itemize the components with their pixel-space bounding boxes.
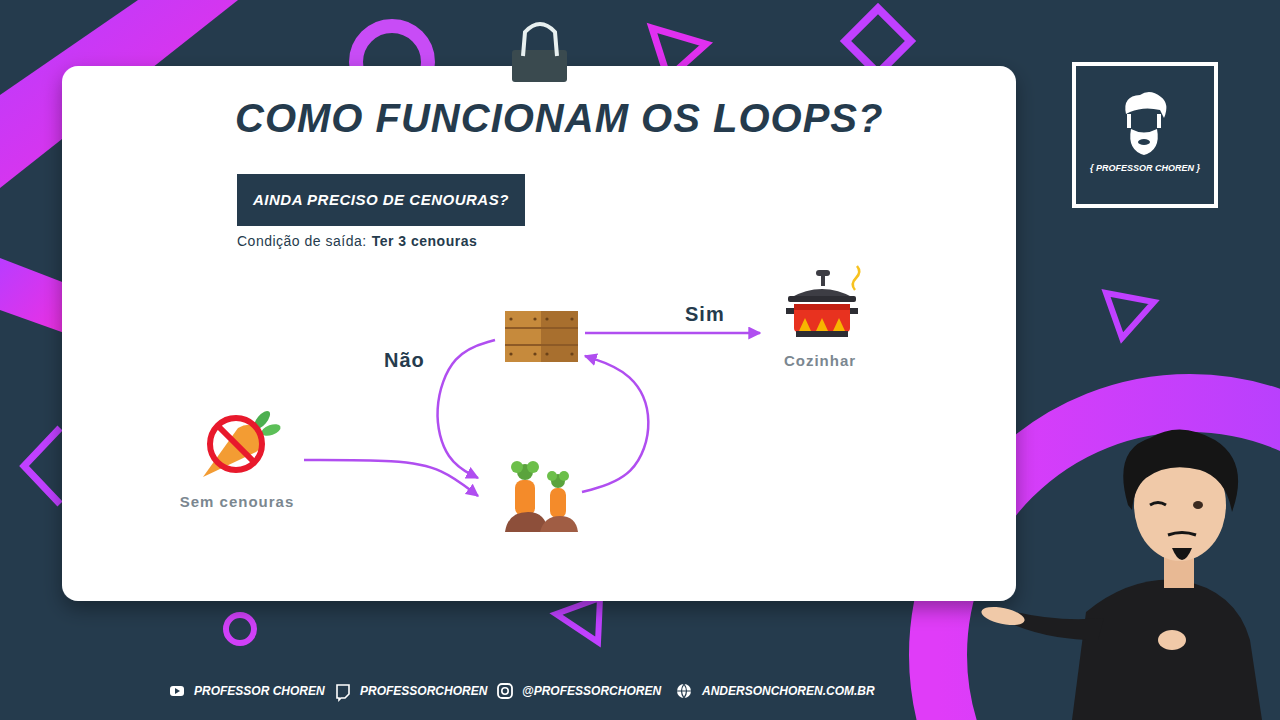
avatar-hand bbox=[1158, 630, 1186, 650]
crate-slat bbox=[505, 327, 578, 329]
prohibited-slash bbox=[218, 426, 254, 462]
twitch-icon bbox=[337, 685, 349, 700]
instagram-icon bbox=[498, 684, 512, 698]
triangle-shape bbox=[556, 598, 600, 642]
avatar-goatee bbox=[1172, 548, 1192, 560]
pot-handle bbox=[850, 308, 858, 314]
avatar-body bbox=[1072, 580, 1262, 720]
edge-label: Não bbox=[382, 348, 427, 372]
globe-lines bbox=[677, 684, 691, 698]
avatar-moustache bbox=[1168, 533, 1196, 536]
crate-node bbox=[495, 306, 585, 368]
avatar-hand bbox=[980, 604, 1026, 629]
side-band bbox=[0, 258, 70, 335]
pot-handle bbox=[786, 308, 794, 314]
lid-rim bbox=[788, 296, 856, 302]
logo-sideburn bbox=[1127, 114, 1131, 128]
crate-nail bbox=[570, 352, 573, 355]
no-carrot-node: Sem cenouras bbox=[170, 405, 304, 511]
youtube-handle: PROFESSOR CHOREN bbox=[194, 684, 325, 698]
avatar-eye bbox=[1193, 501, 1203, 509]
flow-arrow bbox=[438, 340, 495, 478]
flow-arrow bbox=[304, 460, 478, 496]
instagram-handle: @PROFESSORCHOREN bbox=[522, 684, 661, 698]
no-carrot-icon bbox=[203, 408, 282, 477]
crate-nail bbox=[533, 317, 536, 320]
cook-node: Cozinhar bbox=[760, 262, 880, 370]
crate-nail bbox=[533, 352, 536, 355]
carrot-harvest-icon bbox=[505, 461, 578, 532]
crate-nail bbox=[545, 352, 548, 355]
carrot-body bbox=[515, 480, 535, 516]
footer-icons bbox=[170, 684, 691, 700]
exit-condition-value: Ter 3 cenouras bbox=[372, 233, 478, 250]
pot-band bbox=[794, 304, 850, 310]
globe-icon bbox=[677, 684, 691, 698]
logo-box: { PROFESSOR CHOREN } bbox=[1072, 62, 1218, 208]
exit-condition-label: Condição de saída: bbox=[237, 233, 367, 250]
carrot-leaf bbox=[559, 471, 569, 481]
crate-slat bbox=[505, 344, 578, 346]
carrot-leaf bbox=[527, 461, 539, 473]
carrot-harvest-node bbox=[478, 452, 582, 536]
prohibited-ring bbox=[210, 418, 262, 470]
carrot-leaf bbox=[547, 471, 557, 481]
presenter-avatar bbox=[980, 429, 1262, 720]
binder-clip bbox=[512, 24, 567, 82]
steam bbox=[853, 266, 860, 290]
youtube-icon bbox=[170, 686, 184, 696]
stove-base bbox=[796, 331, 848, 337]
avatar-eye bbox=[1150, 503, 1166, 506]
clip-wire bbox=[523, 24, 557, 56]
crate-nail bbox=[509, 317, 512, 320]
lid-stem bbox=[821, 274, 825, 286]
carrot-leaf bbox=[511, 461, 523, 473]
node-text: { PROFESSOR CHOREN } bbox=[1090, 163, 1200, 174]
white-card bbox=[62, 66, 1016, 601]
crate-nail bbox=[570, 317, 573, 320]
website-url: ANDERSONCHOREN.COM.BR bbox=[702, 684, 875, 698]
crate-icon bbox=[505, 311, 578, 362]
flame bbox=[816, 318, 828, 331]
chevron-shape bbox=[24, 428, 60, 504]
flow-arrow bbox=[585, 332, 760, 335]
crate-body bbox=[505, 311, 578, 362]
node-text: Cozinhar bbox=[784, 352, 856, 370]
youtube-play bbox=[175, 688, 180, 694]
node-text: Sem cenouras bbox=[180, 493, 295, 511]
crate-nail bbox=[509, 352, 512, 355]
logo-mouth bbox=[1138, 139, 1150, 145]
ring-shape bbox=[226, 615, 254, 643]
avatar-arm bbox=[1012, 612, 1104, 640]
soil-mound bbox=[540, 516, 578, 532]
flame bbox=[833, 318, 845, 331]
logo-beard bbox=[1130, 129, 1158, 155]
cooking-pot-icon bbox=[786, 266, 859, 337]
edge-label: Sim bbox=[683, 302, 727, 326]
question-box: AINDA PRECISO DE CENOURAS? bbox=[237, 174, 525, 226]
logo-avatar bbox=[1125, 92, 1166, 155]
crate-nail bbox=[545, 317, 548, 320]
carrot-body bbox=[550, 488, 566, 518]
triangle-shape bbox=[1106, 293, 1154, 338]
slide-title: COMO FUNCIONAM OS LOOPS? bbox=[235, 96, 883, 140]
flame bbox=[799, 318, 811, 331]
pot-body bbox=[794, 304, 850, 332]
node-text: AINDA PRECISO DE CENOURAS? bbox=[253, 191, 509, 209]
avatar-hair bbox=[1123, 429, 1238, 512]
logo-sideburn bbox=[1157, 114, 1161, 128]
diamond-shape bbox=[845, 8, 910, 73]
flow-arrow bbox=[582, 356, 648, 492]
crate-panel bbox=[541, 311, 578, 362]
twitch-handle: PROFESSORCHOREN bbox=[360, 684, 487, 698]
instagram-lens bbox=[502, 688, 508, 694]
